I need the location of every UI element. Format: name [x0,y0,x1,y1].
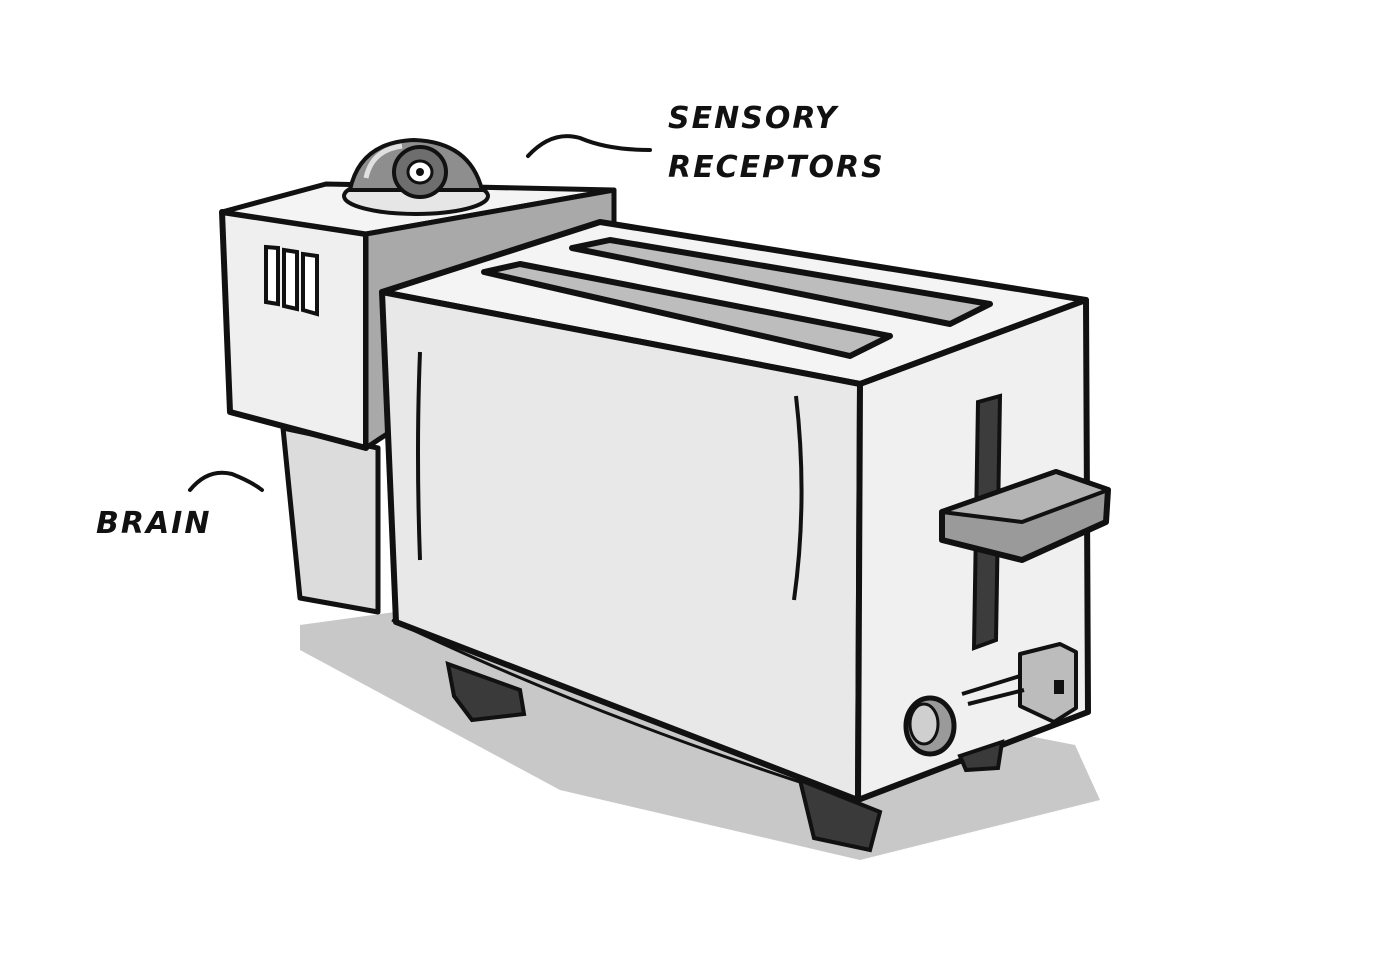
dial-knob [903,695,957,757]
feet [445,660,1005,853]
vent-slots [264,244,319,317]
sensory-label-line2: RECEPTORS [668,150,885,185]
connector-box [961,642,1078,724]
brain-leader-line [188,470,264,492]
sensory-label-line1: SENSORY [668,101,839,136]
brain-lower-box [280,425,381,615]
brain-label: BRAIN [96,506,212,541]
sensory-leader-line [526,134,652,158]
sensory-receptors-label: SENSORY RECEPTORS [668,94,885,192]
lever [939,393,1111,651]
bread-slots [481,237,993,359]
camera-dome [342,137,490,216]
